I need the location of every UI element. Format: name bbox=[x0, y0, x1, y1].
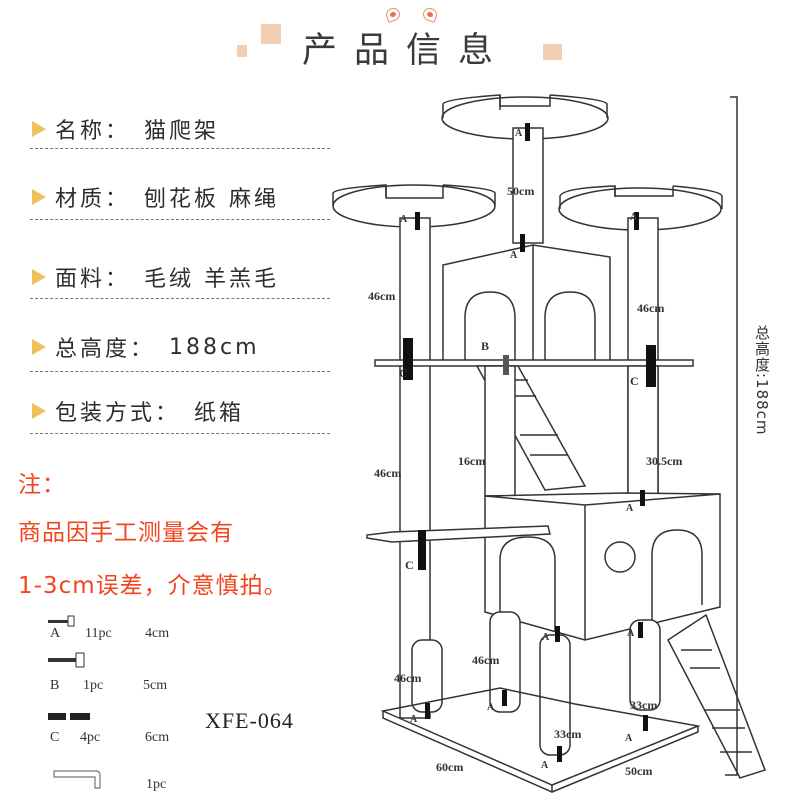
page-title: 产品信息 bbox=[302, 31, 511, 71]
base-board bbox=[380, 687, 701, 793]
top-platform bbox=[441, 94, 609, 140]
lower-center-post bbox=[489, 611, 521, 713]
part-b-qty: 1pc bbox=[83, 678, 104, 693]
spec-material: 材质： 刨花板 麻绳 bbox=[32, 181, 279, 213]
left-post bbox=[399, 217, 431, 719]
divider bbox=[30, 433, 330, 434]
total-height-label: 总高度:188cm bbox=[753, 325, 771, 436]
triangle-bullet-icon bbox=[32, 403, 46, 419]
note-line-1: 商品因手工测量会有 bbox=[18, 520, 234, 546]
spec-value: 毛绒 羊羔毛 bbox=[144, 267, 280, 292]
header-decor-square bbox=[237, 45, 247, 57]
lower-shelf bbox=[366, 525, 551, 543]
upper-house bbox=[442, 244, 611, 363]
spec-value: 猫爬架 bbox=[144, 119, 220, 144]
spec-height: 总高度： 188cm bbox=[32, 331, 260, 363]
front-post bbox=[539, 634, 571, 756]
lower-house bbox=[484, 492, 721, 641]
spec-label: 材质： bbox=[55, 187, 131, 212]
part-a-qty: 11pc bbox=[85, 626, 112, 641]
part-c-qty: 4pc bbox=[80, 730, 101, 745]
divider bbox=[30, 148, 330, 149]
screw-a-icon bbox=[48, 615, 75, 627]
screws bbox=[403, 123, 656, 762]
part-c-id: C bbox=[50, 730, 60, 745]
allen-wrench-icon bbox=[53, 770, 101, 789]
height-bracket bbox=[725, 96, 738, 776]
note-line-2: 1-3cm误差，介意慎拍。 bbox=[18, 573, 288, 599]
part-wrench-qty: 1pc bbox=[146, 777, 167, 792]
spec-label: 包装方式： bbox=[55, 401, 181, 426]
part-a-size: 4cm bbox=[145, 626, 170, 641]
spec-packaging: 包装方式： 纸箱 bbox=[32, 395, 244, 427]
spec-label: 总高度： bbox=[55, 337, 156, 362]
right-lower-post bbox=[629, 619, 661, 711]
part-b-id: B bbox=[50, 678, 60, 693]
part-c-size: 6cm bbox=[145, 730, 170, 745]
middle-shelf bbox=[374, 359, 694, 367]
spec-value: 刨花板 麻绳 bbox=[144, 187, 280, 212]
triangle-bullet-icon bbox=[32, 339, 46, 355]
spec-label: 名称： bbox=[55, 119, 131, 144]
connector-c-icon bbox=[48, 713, 90, 720]
part-a-id: A bbox=[50, 626, 61, 641]
spec-fabric: 面料： 毛绒 羊羔毛 bbox=[32, 261, 279, 293]
divider bbox=[30, 298, 330, 299]
spec-name: 名称： 猫爬架 bbox=[32, 113, 219, 145]
spec-label: 面料： bbox=[55, 267, 131, 292]
triangle-bullet-icon bbox=[32, 269, 46, 285]
header-decor-square bbox=[543, 44, 562, 60]
screw-b-icon bbox=[48, 652, 85, 668]
triangle-bullet-icon bbox=[32, 121, 46, 137]
triangle-bullet-icon bbox=[32, 189, 46, 205]
divider bbox=[30, 219, 330, 220]
model-number: XFE-064 bbox=[205, 708, 294, 733]
bottom-ramp bbox=[667, 613, 766, 779]
right-platform bbox=[558, 185, 723, 231]
divider bbox=[30, 371, 330, 372]
note-title: 注： bbox=[18, 472, 66, 498]
header-decor-square bbox=[261, 24, 281, 44]
part-b-size: 5cm bbox=[143, 678, 168, 693]
center-post bbox=[484, 365, 516, 497]
spec-value: 纸箱 bbox=[194, 401, 245, 426]
left-lower-post bbox=[411, 639, 443, 713]
top-post bbox=[512, 127, 544, 244]
spec-value: 188cm bbox=[169, 334, 260, 360]
